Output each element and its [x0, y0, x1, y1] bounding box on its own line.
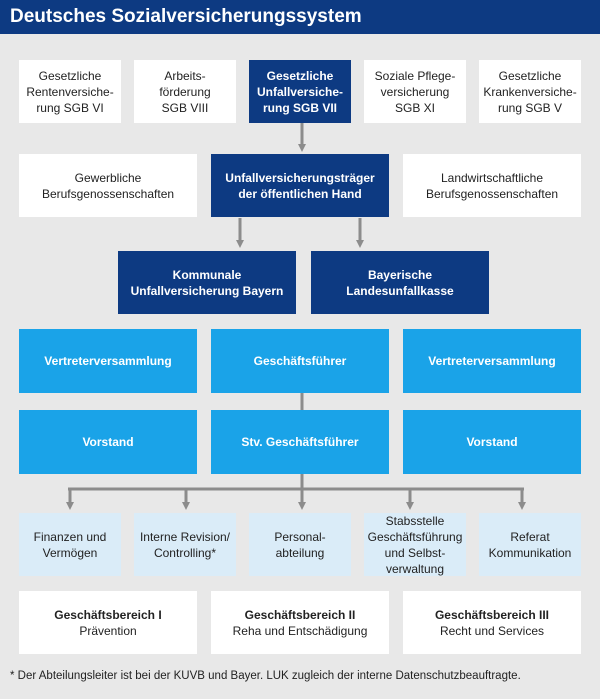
box-rentenversicherung: Gesetzliche Rentenversiche- rung SGB VI — [19, 60, 121, 123]
box-krankenversicherung: Gesetzliche Krankenversiche- rung SGB V — [479, 60, 581, 123]
box-geschaeftsfuehrer: Geschäftsführer — [211, 329, 389, 393]
box-kuvb: Kommunale Unfallversicherung Bayern — [118, 251, 296, 314]
geschaeftsbereich-3-heading: Geschäftsbereich III — [434, 607, 550, 622]
geschaeftsbereich-2-heading: Geschäftsbereich II — [244, 607, 356, 622]
box-vorstand-right: Vorstand — [403, 410, 581, 474]
box-landwirtschaftliche-bg: Landwirtschaftliche Berufsgenossenschaft… — [403, 154, 581, 217]
box-stabsstelle: Stabsstelle Geschäftsführung und Selbst-… — [364, 513, 466, 576]
box-interne-revision: Interne Revision/ Controlling* — [134, 513, 236, 576]
box-finanzen: Finanzen und Vermögen — [19, 513, 121, 576]
box-geschaeftsbereich-3: Geschäftsbereich III Recht und Services — [403, 591, 581, 654]
box-oeffentliche-hand: Unfallversicherungsträger der öffentlich… — [211, 154, 389, 217]
box-vertreterversammlung-right: Vertreterversammlung — [403, 329, 581, 393]
box-arbeitsfoerderung: Arbeits- förderung SGB VIII — [134, 60, 236, 123]
geschaeftsbereich-3-sub: Recht und Services — [439, 623, 545, 638]
box-vorstand-left: Vorstand — [19, 410, 197, 474]
geschaeftsbereich-1-heading: Geschäftsbereich I — [54, 607, 162, 622]
title-bar: Deutsches Sozialversicherungssystem — [0, 0, 600, 34]
page-title: Deutsches Sozialversicherungssystem — [10, 6, 362, 27]
geschaeftsbereich-2-sub: Reha und Entschädigung — [232, 623, 368, 638]
box-gewerbliche-bg: Gewerbliche Berufsgenossenschaften — [19, 154, 197, 217]
box-bayer-luk: Bayerische Landesunfallkasse — [311, 251, 489, 314]
box-unfallversicherung: Gesetzliche Unfallversiche- rung SGB VII — [249, 60, 351, 123]
box-vertreterversammlung-left: Vertreterversammlung — [19, 329, 197, 393]
geschaeftsbereich-1-sub: Prävention — [79, 623, 137, 638]
box-referat-kommunikation: Referat Kommunikation — [479, 513, 581, 576]
box-geschaeftsbereich-2: Geschäftsbereich II Reha und Entschädigu… — [211, 591, 389, 654]
box-geschaeftsbereich-1: Geschäftsbereich I Prävention — [19, 591, 197, 654]
box-pflegeversicherung: Soziale Pflege- versicherung SGB XI — [364, 60, 466, 123]
box-stv-geschaeftsfuehrer: Stv. Geschäftsführer — [211, 410, 389, 474]
footnote: * Der Abteilungsleiter ist bei der KUVB … — [10, 670, 521, 682]
box-personalabteilung: Personal- abteilung — [249, 513, 351, 576]
